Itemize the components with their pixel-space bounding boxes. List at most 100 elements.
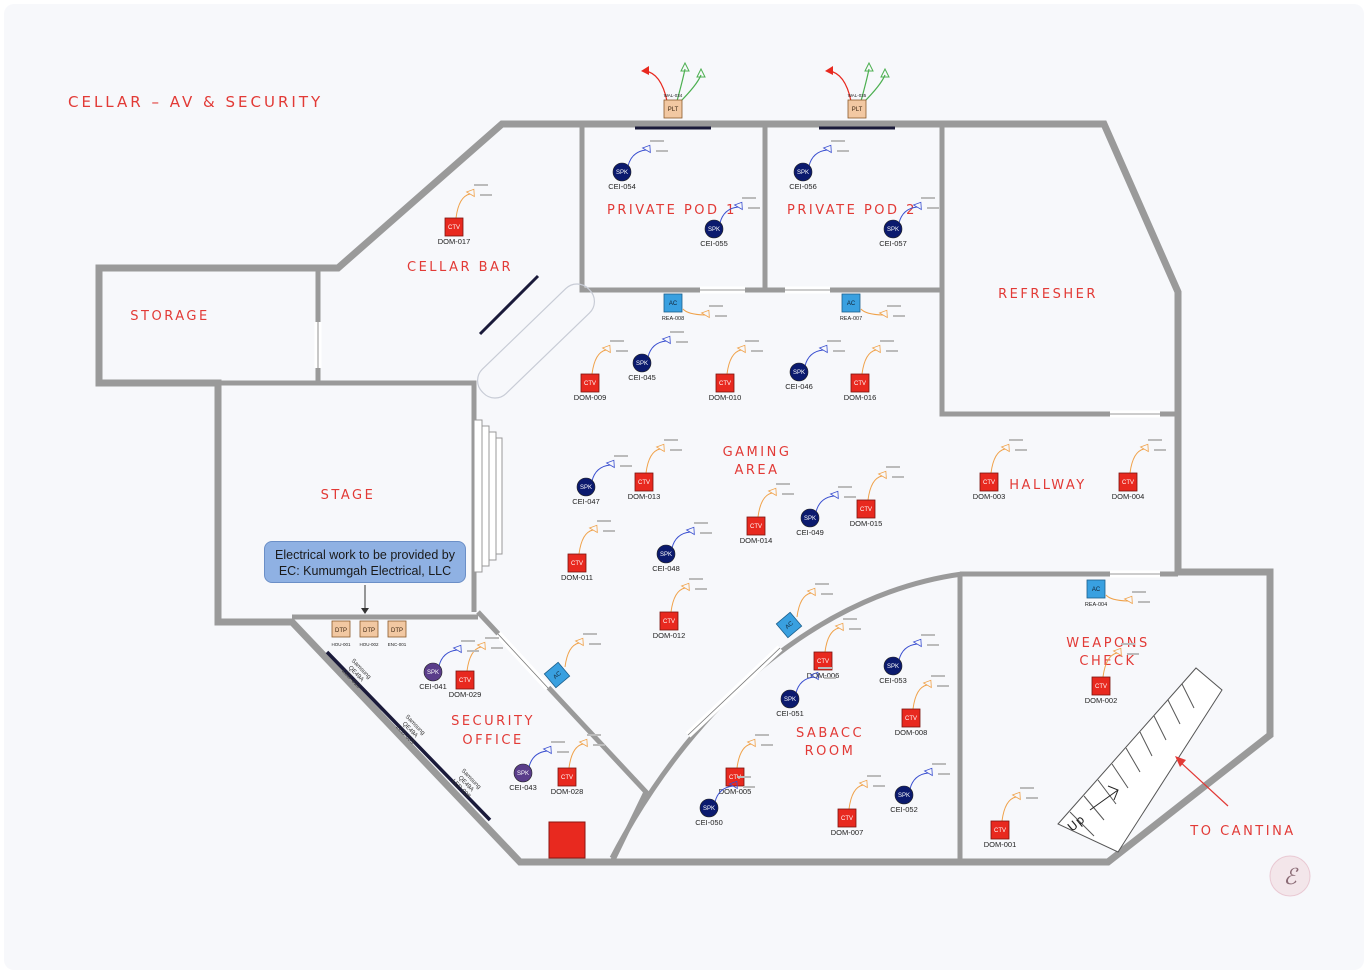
arrowhead (829, 490, 839, 500)
stage-steps (473, 419, 503, 573)
cable-arrow (912, 684, 928, 710)
camera-icon (567, 553, 587, 573)
arrowhead (871, 344, 881, 354)
electrical-callout: Electrical work to be provided by EC: Ku… (264, 541, 466, 583)
speaker-type: SPK (703, 806, 715, 812)
access-control[interactable]: AC REA-007 (840, 293, 905, 322)
camera-type: CTV (561, 775, 573, 781)
speaker[interactable]: SPK CEI-047 (572, 455, 632, 506)
note-line (1009, 439, 1023, 441)
camera-icon (746, 516, 766, 536)
camera-id: DOM-017 (438, 237, 471, 246)
access-control-rotated[interactable]: AC (775, 611, 803, 639)
speaker-type: SPK (660, 552, 672, 558)
note-line (838, 486, 852, 488)
note-line (676, 341, 688, 343)
ac-type: AC (669, 301, 678, 307)
note-line (491, 647, 503, 649)
camera-icon (856, 499, 876, 519)
speaker-icon (780, 689, 800, 709)
note-line (620, 465, 632, 467)
speaker-type: SPK (580, 485, 592, 491)
cable-arrow (1129, 448, 1145, 474)
ac-type: AC (847, 301, 856, 307)
note-line (927, 207, 939, 209)
stairs-arrow (1089, 789, 1119, 811)
note-line (831, 140, 845, 142)
cantina-arrowhead (1175, 756, 1186, 767)
speaker-icon (789, 362, 809, 382)
note-line (614, 455, 628, 457)
arrowhead (588, 524, 598, 534)
access-control-rotated[interactable]: AC (543, 661, 571, 689)
note-line (656, 150, 668, 152)
arrowhead (878, 309, 888, 319)
note-line (587, 734, 601, 736)
camera-type: CTV (905, 716, 917, 722)
speaker-id: CEI-047 (572, 497, 600, 506)
ctv-camera[interactable]: CTV DOM-012 (653, 578, 707, 640)
camera-type: CTV (571, 561, 583, 567)
note-line (593, 744, 605, 746)
stairs-outline (1057, 667, 1223, 853)
camera-icon (1118, 472, 1138, 492)
room-label: SECURITY (451, 714, 535, 729)
camera-type: CTV (1095, 684, 1107, 690)
speaker-icon (883, 656, 903, 676)
note-line (833, 350, 845, 352)
arrowhead (822, 144, 832, 154)
camera-type: CTV (663, 619, 675, 625)
speaker-type: SPK (793, 370, 805, 376)
speaker-id: CEI-041 (419, 682, 447, 691)
arrowhead (922, 679, 932, 689)
speaker-type: SPK (708, 227, 720, 233)
arrowhead (912, 638, 922, 648)
ac-id: REA-007 (840, 316, 862, 322)
note-line (480, 194, 492, 196)
plt-icon (663, 99, 683, 119)
arrowhead (680, 582, 690, 592)
note-line (1154, 449, 1166, 451)
step-4 (495, 437, 503, 555)
camera-id: DOM-012 (653, 631, 686, 640)
